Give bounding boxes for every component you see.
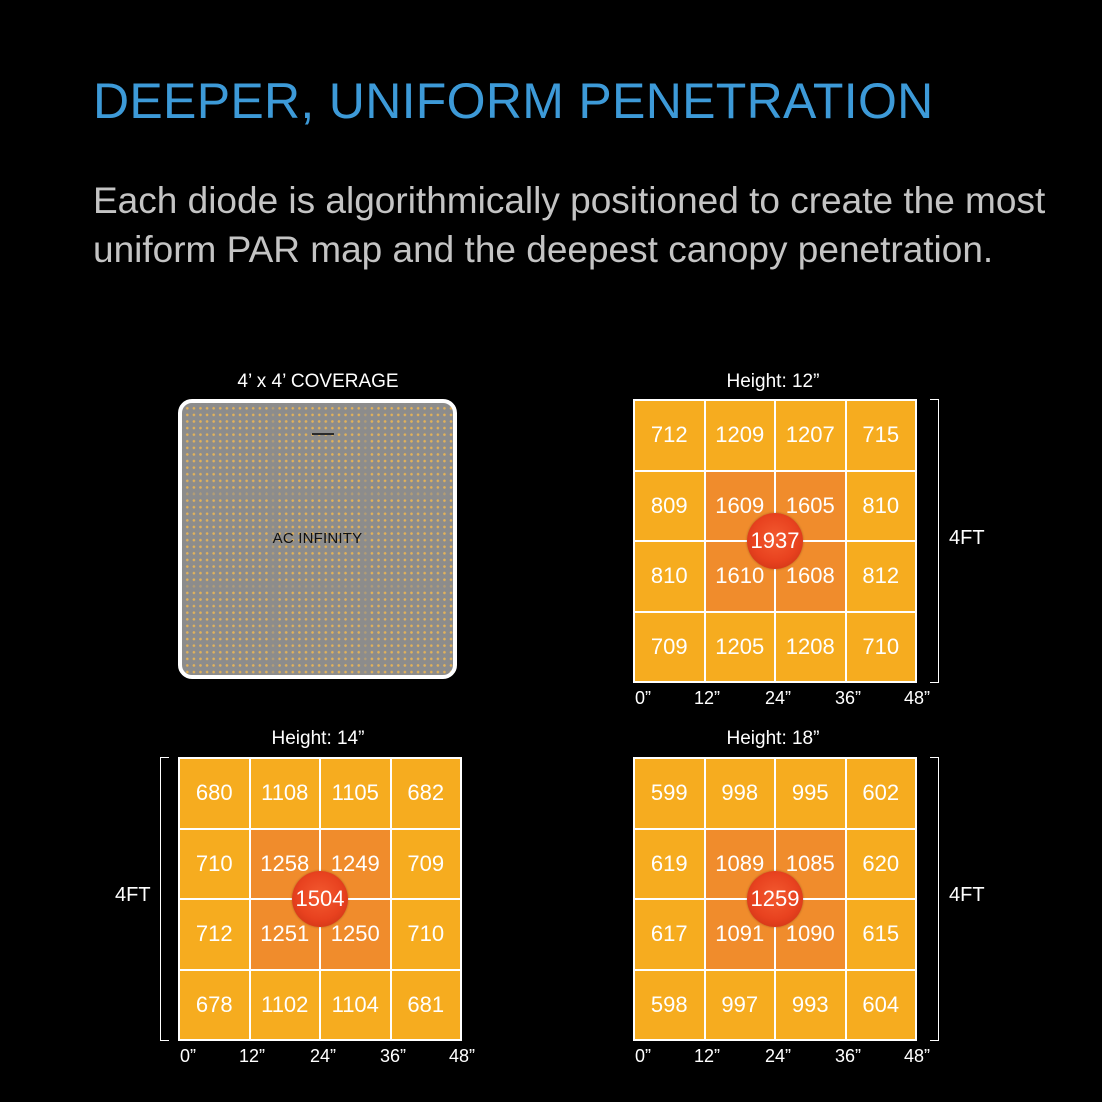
peak-value-12: 1937	[747, 513, 803, 569]
axis-tick-label: 36”	[379, 1046, 407, 1066]
par-cell: 682	[391, 759, 460, 828]
par-cell: 709	[391, 829, 460, 898]
axis-tick-label: 24”	[309, 1046, 337, 1066]
par-cell: 617	[635, 900, 704, 969]
axis-tick-label: 12”	[693, 688, 721, 708]
axis-tick-label: 12”	[238, 1046, 266, 1066]
par-cell: 710	[846, 612, 915, 681]
map-14-label: Height: 14”	[271, 728, 365, 749]
par-cell: 810	[635, 542, 704, 611]
par-cell: 1104	[321, 970, 390, 1039]
par-cell: 1089	[705, 829, 774, 898]
par-cell: 619	[635, 829, 704, 898]
side-label-14: 4FT	[115, 884, 151, 906]
page-subtitle: Each diode is algorithmically positioned…	[93, 180, 1046, 270]
par-cell: 678	[180, 970, 249, 1039]
par-cell: 1209	[705, 401, 774, 470]
light-fixture-image: AC INFINITY	[178, 399, 457, 679]
fixture-slot	[312, 433, 334, 435]
peak-value-18: 1259	[747, 871, 803, 927]
par-cell: 710	[180, 829, 249, 898]
axis-tick-label: 36”	[834, 688, 862, 708]
par-cell: 710	[391, 900, 460, 969]
par-cell: 812	[846, 542, 915, 611]
par-cell: 993	[776, 970, 845, 1039]
par-cell: 1205	[705, 612, 774, 681]
side-label-12: 4FT	[949, 527, 985, 549]
side-label-18: 4FT	[949, 884, 985, 906]
par-cell: 1208	[776, 612, 845, 681]
par-cell: 615	[846, 900, 915, 969]
par-cell: 1102	[250, 970, 319, 1039]
x-axis-18: 0” 12” 24” 36” 48”	[633, 1046, 953, 1068]
par-cell: 620	[846, 829, 915, 898]
par-cell: 1105	[321, 759, 390, 828]
par-cell: 1609	[705, 471, 774, 540]
axis-tick-label: 48”	[903, 688, 931, 708]
map-12-label: Height: 12”	[726, 371, 820, 392]
axis-tick-label: 24”	[764, 688, 792, 708]
axis-tick-label: 0”	[179, 1046, 197, 1066]
par-cell: 602	[846, 759, 915, 828]
axis-tick-label: 0”	[634, 1046, 652, 1066]
par-cell: 712	[635, 401, 704, 470]
par-cell: 598	[635, 970, 704, 1039]
x-axis-12: 0” 12” 24” 36” 48”	[633, 688, 953, 710]
peak-value-14: 1504	[292, 871, 348, 927]
par-cell: 709	[635, 612, 704, 681]
par-cell: 712	[180, 900, 249, 969]
coverage-label: 4’ x 4’ COVERAGE	[237, 371, 399, 392]
par-cell: 997	[705, 970, 774, 1039]
axis-tick-label: 48”	[448, 1046, 476, 1066]
par-cell: 995	[776, 759, 845, 828]
par-cell: 809	[635, 471, 704, 540]
axis-tick-label: 48”	[903, 1046, 931, 1066]
height-bracket-18	[930, 757, 939, 1041]
axis-tick-label: 24”	[764, 1046, 792, 1066]
par-cell: 604	[846, 970, 915, 1039]
par-cell: 1207	[776, 401, 845, 470]
axis-tick-label: 0”	[634, 688, 652, 708]
height-bracket-14	[160, 757, 169, 1041]
x-axis-14: 0” 12” 24” 36” 48”	[178, 1046, 498, 1068]
fixture-brand-label: AC INFINITY	[272, 530, 363, 547]
par-cell: 810	[846, 471, 915, 540]
par-cell: 599	[635, 759, 704, 828]
height-bracket-12	[930, 399, 939, 683]
par-cell: 715	[846, 401, 915, 470]
par-cell: 1249	[321, 829, 390, 898]
axis-tick-label: 36”	[834, 1046, 862, 1066]
par-cell: 998	[705, 759, 774, 828]
par-cell: 681	[391, 970, 460, 1039]
par-cell: 680	[180, 759, 249, 828]
par-cell: 1108	[250, 759, 319, 828]
map-18-label: Height: 18”	[726, 728, 820, 749]
page-title: DEEPER, UNIFORM PENETRATION	[93, 73, 934, 129]
axis-tick-label: 12”	[693, 1046, 721, 1066]
